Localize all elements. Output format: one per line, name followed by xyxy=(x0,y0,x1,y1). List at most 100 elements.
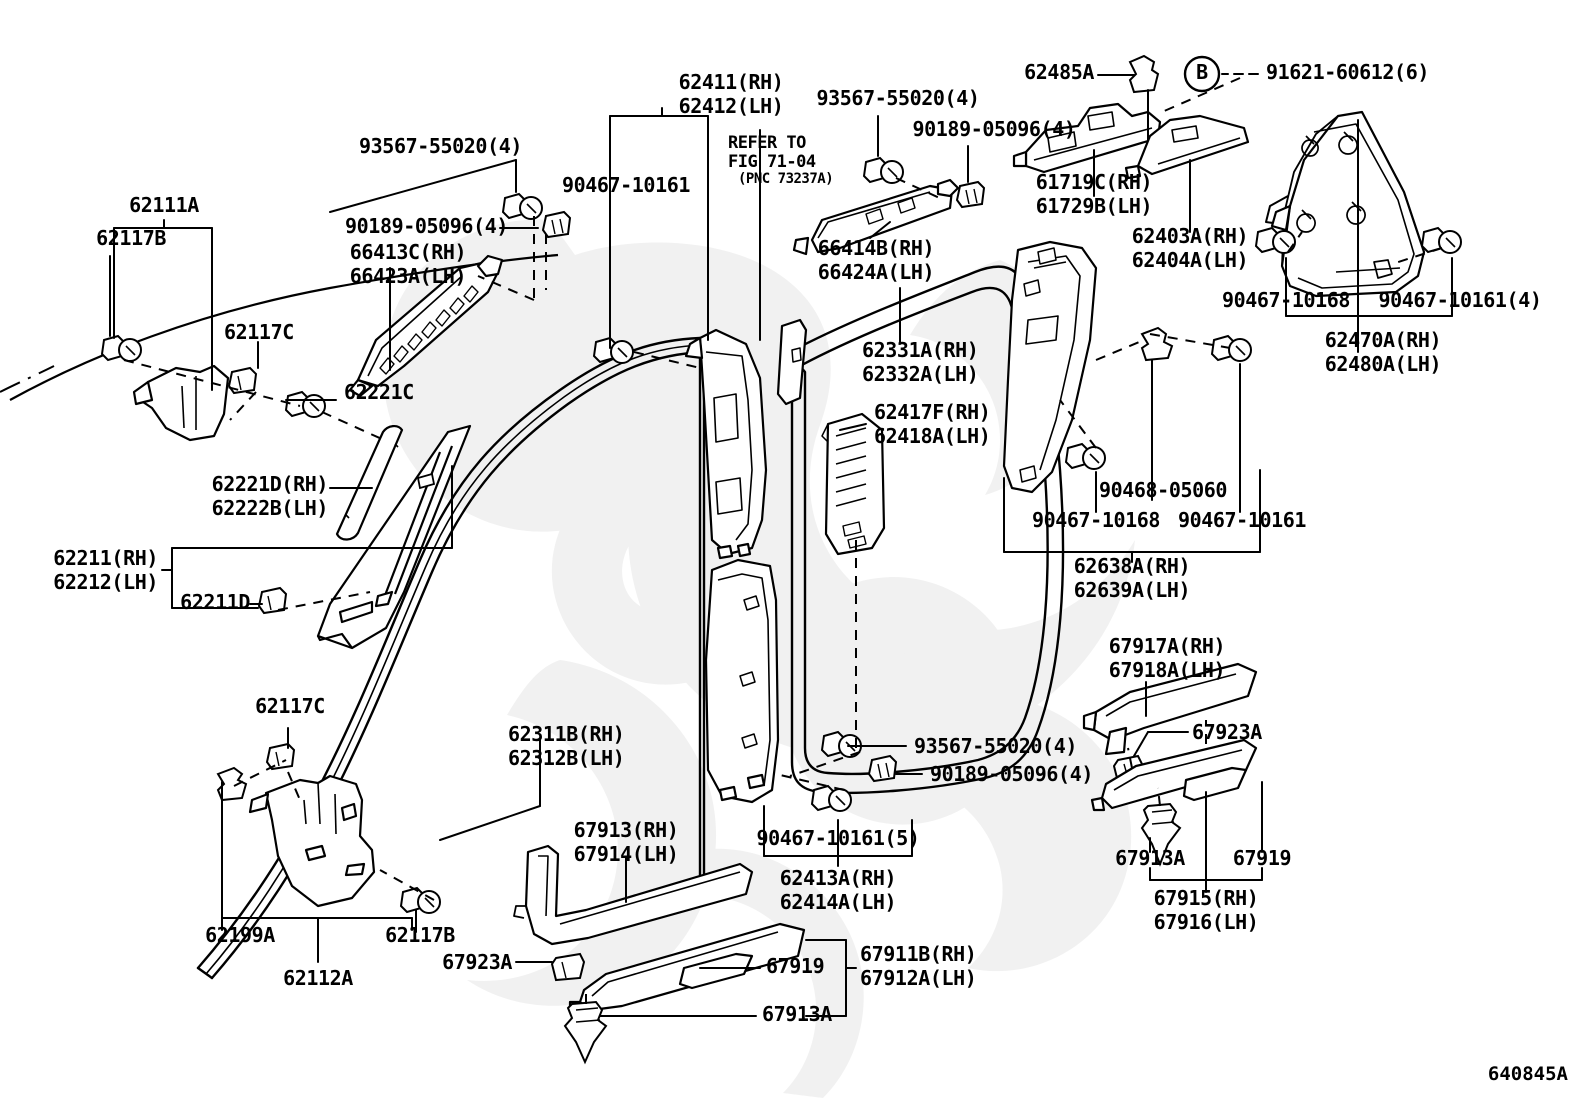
label-93567-55020-left: 93567-55020(4) xyxy=(359,134,522,158)
belt-moulding-67917A xyxy=(1082,662,1258,756)
label-62112A: 62112A xyxy=(283,966,353,990)
assist-grip-66414B xyxy=(792,178,960,256)
garnish-62221D xyxy=(335,425,404,541)
clip-67923A-left xyxy=(550,952,586,982)
figure-reference-pnc: (PNC 73237A) xyxy=(738,171,834,188)
label-62485A: 62485A xyxy=(1024,60,1094,84)
pillar-clip-tab xyxy=(416,472,436,490)
label-62117B-top: 62117B xyxy=(96,226,166,250)
rear-door-sash-piece xyxy=(776,318,808,406)
rear-pillar-garnish-62470A xyxy=(1265,110,1426,298)
label-90467-10161-4: 90467-10161(4) xyxy=(1378,288,1542,312)
label-62211D: 62211D xyxy=(180,590,250,614)
label-62403A: 62403A(RH) xyxy=(1131,224,1249,248)
clip-icon xyxy=(265,742,296,771)
label-62221D: 62221D(RH) xyxy=(211,472,329,496)
nut-icon xyxy=(955,180,986,209)
label-62221C: 62221C xyxy=(344,380,414,404)
figure-reference: REFER TO FIG 71-04 (PNC 73237A) xyxy=(728,133,834,188)
roof-curve-dashdot xyxy=(0,365,55,393)
label-90467-10168-garnish: 90467-10168 xyxy=(1221,288,1351,312)
label-90467-10161-top: 90467-10161 xyxy=(561,173,690,197)
label-62199A: 62199A xyxy=(205,923,275,947)
label-93567-55020-bottom: 93567-55020(4) xyxy=(914,734,1077,758)
roof-side-garnish-62403A xyxy=(1124,114,1250,180)
label-67913-RH: 67913(RH) xyxy=(573,818,679,842)
label-61719C: 61719C(RH) xyxy=(1035,170,1153,194)
nut-icon xyxy=(867,754,898,783)
label-66413C: 66413C(RH) xyxy=(349,240,467,264)
label-62111A: 62111A xyxy=(129,193,199,217)
label-62413A: 62413A(RH) xyxy=(779,866,897,890)
label-67911B: 67911B(RH) xyxy=(860,942,977,966)
screw-icon xyxy=(399,886,441,914)
leader-lines xyxy=(109,73,1453,1017)
label-62639A: 62639A(LH) xyxy=(1073,578,1191,602)
label-62332A: 62332A(LH) xyxy=(862,362,979,386)
shoulder-belt-anchor-cover-62417F xyxy=(821,412,886,556)
center-pillar-lower-trim-62413A xyxy=(704,558,780,804)
push-clip-67913A-bottom xyxy=(563,1000,608,1065)
rear-pillar-trim-62638A xyxy=(1002,240,1098,494)
label-67913A-bottom: 67913A xyxy=(762,1002,832,1026)
label-62117C-top: 62117C xyxy=(224,320,294,344)
screw-icon xyxy=(1420,226,1462,254)
label-90467-10161-5: 90467-10161(5) xyxy=(756,826,920,850)
clip-62485A xyxy=(1128,54,1160,94)
label-67918A: 67918A(LH) xyxy=(1108,658,1226,682)
push-clip-67913A-right xyxy=(1140,802,1182,867)
label-62412: 62412(LH) xyxy=(678,94,784,118)
moulding-clip-strip-67919-bottom xyxy=(678,952,754,990)
fastener-icons xyxy=(100,156,1462,914)
label-67915: 67915(RH) xyxy=(1153,886,1259,910)
label-90189-05096-left: 90189-05096(4) xyxy=(345,214,508,238)
rear-door-opening-trim-62331A xyxy=(788,265,1065,795)
label-62418A: 62418A(LH) xyxy=(874,424,991,448)
label-67923A-left: 67923A xyxy=(442,950,512,974)
label-90189-05096-mid: 90189-05096(4) xyxy=(912,117,1076,141)
label-91621-60612: 91621-60612(6) xyxy=(1266,60,1429,84)
clip-icon xyxy=(227,366,258,395)
label-67923A-right: 67923A xyxy=(1192,720,1262,744)
callout-circle-B xyxy=(1183,55,1221,93)
label-90189-05096-bottom: 90189-05096(4) xyxy=(930,762,1093,786)
screw-icon xyxy=(1064,442,1106,470)
screw-icon xyxy=(1254,226,1296,254)
label-90467-10168-pillar: 90467-10168 xyxy=(1031,508,1161,532)
label-62480A: 62480A(LH) xyxy=(1324,352,1442,376)
label-62312B: 62312B(LH) xyxy=(508,746,625,770)
screw-icon xyxy=(501,192,543,220)
label-62331A: 62331A(RH) xyxy=(862,338,979,362)
screw-icon xyxy=(100,334,142,362)
label-62117B-bottom: 62117B xyxy=(385,923,455,947)
center-pillar-upper-trim-62411 xyxy=(684,328,768,560)
label-67917A: 67917A(RH) xyxy=(1108,634,1226,658)
label-62222B: 62222B(LH) xyxy=(211,496,329,520)
label-62404A: 62404A(LH) xyxy=(1131,248,1249,272)
label-67916: 67916(LH) xyxy=(1153,910,1259,934)
rear-pillar-clip-tab xyxy=(1140,326,1174,362)
label-67913A-right: 67913A xyxy=(1115,846,1185,870)
label-67912A: 67912A(LH) xyxy=(860,966,977,990)
nut-icon xyxy=(541,210,572,239)
label-62417F: 62417F(RH) xyxy=(874,400,991,424)
label-62212: 62212(LH) xyxy=(53,570,158,594)
clip-icon xyxy=(257,586,288,615)
moulding-clip-strip-67919-right xyxy=(1182,766,1248,802)
label-66423A: 66423A(LH) xyxy=(349,264,467,288)
label-62211: 62211(RH) xyxy=(53,546,158,570)
label-66424A: 66424A(LH) xyxy=(817,260,935,284)
label-90467-10161-pillar: 90467-10161 xyxy=(1177,508,1307,532)
figure-reference-line2: FIG 71-04 xyxy=(728,152,816,173)
label-93567-55020-mid: 93567-55020(4) xyxy=(816,86,980,110)
callout-letter-B: B xyxy=(1196,60,1208,84)
label-62311B: 62311B(RH) xyxy=(508,722,625,746)
screw-icon xyxy=(810,784,852,812)
label-62117C-mid: 62117C xyxy=(255,694,325,718)
label-67914-LH: 67914(LH) xyxy=(573,842,679,866)
screw-icon xyxy=(592,336,634,364)
label-62638A: 62638A(RH) xyxy=(1073,554,1191,578)
label-67919-right: 67919 xyxy=(1232,846,1292,870)
trim-62117-piece xyxy=(132,364,230,442)
